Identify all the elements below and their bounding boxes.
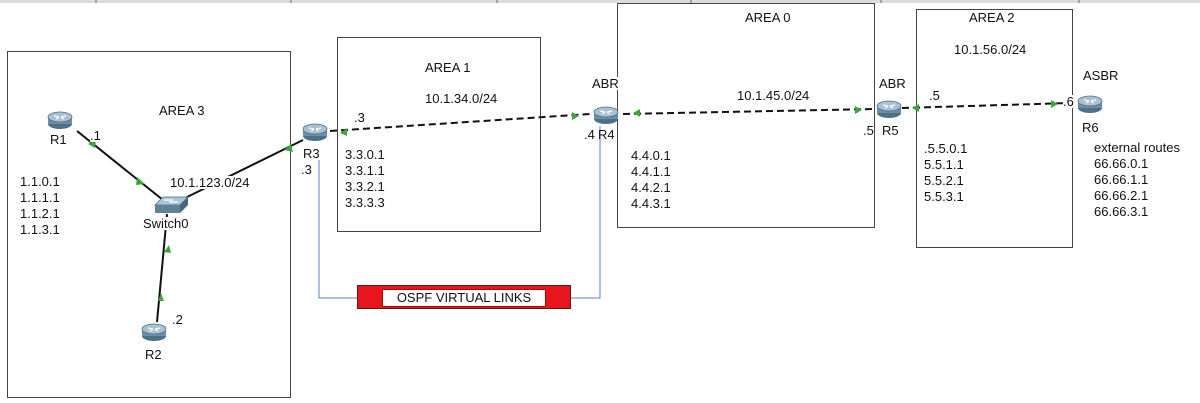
link-up-arrow xyxy=(158,293,164,301)
external-routes-title: external routes xyxy=(1094,140,1180,155)
area-3-title: AREA 3 xyxy=(159,103,205,118)
loopback-address: 1.1.2.1 xyxy=(20,206,60,221)
r2-label: R2 xyxy=(145,347,162,362)
r1-loopbacks: 1.1.0.1 1.1.1.1 1.1.2.1 1.1.3.1 xyxy=(20,174,60,238)
external-route: 66.66.1.1 xyxy=(1094,172,1149,187)
loopback-address: 1.1.1.1 xyxy=(20,190,60,205)
link-r5-r6 xyxy=(901,102,1071,109)
link-up-arrow xyxy=(340,128,347,136)
router-r1-icon[interactable] xyxy=(47,110,73,130)
loopback-address: 4.4.0.1 xyxy=(631,148,671,163)
r6-ip: .6 xyxy=(1063,94,1074,109)
switch0-icon[interactable] xyxy=(153,195,189,215)
loopback-address: 3.3.2.1 xyxy=(345,179,385,194)
loopback-address: 3.3.1.1 xyxy=(345,163,385,178)
area-3-subnet: 10.1.123.0/24 xyxy=(170,175,250,190)
area-0-title: AREA 0 xyxy=(745,10,791,25)
r3-ip-area3: .3 xyxy=(301,162,312,177)
loopback-address: .5.5.0.1 xyxy=(924,141,968,156)
r4-ip: .4 xyxy=(584,127,595,142)
link-up-arrow xyxy=(164,245,171,253)
loopback-address: 4.4.2.1 xyxy=(631,180,671,195)
window-top-strip xyxy=(0,0,1200,3)
switch0-label: Switch0 xyxy=(143,216,189,231)
external-routes: external routes 66.66.0.1 66.66.1.1 66.6… xyxy=(1094,140,1180,220)
loopback-address: 4.4.1.1 xyxy=(631,164,671,179)
r6-role: ASBR xyxy=(1083,68,1119,83)
r4-label: R4 xyxy=(598,127,615,142)
r5-ip-area0: .5 xyxy=(863,123,874,138)
link-r3-switch0 xyxy=(182,139,304,200)
loopback-address: 1.1.3.1 xyxy=(20,222,60,237)
r4-role: ABR xyxy=(592,76,619,91)
router-r4-icon[interactable] xyxy=(593,105,619,125)
r4-loopbacks: 4.4.0.1 4.4.1.1 4.4.2.1 4.4.3.1 xyxy=(631,148,671,212)
router-r2-icon[interactable] xyxy=(141,322,167,342)
link-up-arrow xyxy=(912,104,919,112)
area-1-title: AREA 1 xyxy=(425,60,471,75)
link-up-arrow xyxy=(572,112,579,120)
router-r6-icon[interactable] xyxy=(1077,94,1103,114)
r3-loopbacks: 3.3.0.1 3.3.1.1 3.3.2.1 3.3.3.3 xyxy=(345,147,385,211)
link-up-arrow xyxy=(1051,100,1058,108)
loopback-address: 3.3.0.1 xyxy=(345,147,385,162)
loopback-address: 1.1.0.1 xyxy=(20,174,60,189)
loopback-address: 5.5.3.1 xyxy=(924,189,964,204)
virtual-links-label: OSPF VIRTUAL LINKS xyxy=(382,289,546,307)
virtual-link-line-r3 xyxy=(318,151,357,299)
virtual-links-banner: OSPF VIRTUAL LINKS xyxy=(357,285,571,309)
area-0-box xyxy=(617,3,875,228)
link-up-arrow xyxy=(284,144,293,152)
r5-role: ABR xyxy=(879,76,906,91)
area-2-title: AREA 2 xyxy=(969,10,1015,25)
router-r3-icon[interactable] xyxy=(302,122,328,142)
link-up-arrow xyxy=(136,177,145,185)
link-up-arrow xyxy=(88,140,96,148)
link-r4-r5 xyxy=(622,108,876,115)
r5-label: R5 xyxy=(882,123,899,138)
r1-ip: .1 xyxy=(90,128,101,143)
r6-label: R6 xyxy=(1082,120,1099,135)
loopback-address: 5.5.2.1 xyxy=(924,173,964,188)
area-1-subnet: 10.1.34.0/24 xyxy=(425,91,498,106)
r5-ip-area2: .5 xyxy=(929,88,940,103)
r1-label: R1 xyxy=(50,132,67,147)
area-0-subnet: 10.1.45.0/24 xyxy=(737,88,810,103)
loopback-address: 3.3.3.3 xyxy=(345,195,385,210)
area-2-subnet: 10.1.56.0/24 xyxy=(954,42,1027,57)
external-route: 66.66.0.1 xyxy=(1094,156,1149,171)
link-up-arrow xyxy=(855,106,862,114)
r3-label: R3 xyxy=(303,146,320,161)
link-r2-switch0 xyxy=(156,213,168,323)
loopback-address: 4.4.3.1 xyxy=(631,196,671,211)
r3-ip-area1: .3 xyxy=(354,110,365,125)
r2-ip: .2 xyxy=(172,312,183,327)
external-route: 66.66.2.1 xyxy=(1094,188,1149,203)
r5-loopbacks: .5.5.0.1 5.5.1.1 5.5.2.1 5.5.3.1 xyxy=(924,141,967,205)
external-route: 66.66.3.1 xyxy=(1094,204,1149,219)
virtual-link-line-r4 xyxy=(571,126,601,299)
link-r3-r4 xyxy=(329,113,591,132)
loopback-address: 5.5.1.1 xyxy=(924,157,964,172)
router-r5-icon[interactable] xyxy=(876,99,902,119)
link-up-arrow xyxy=(633,109,640,117)
